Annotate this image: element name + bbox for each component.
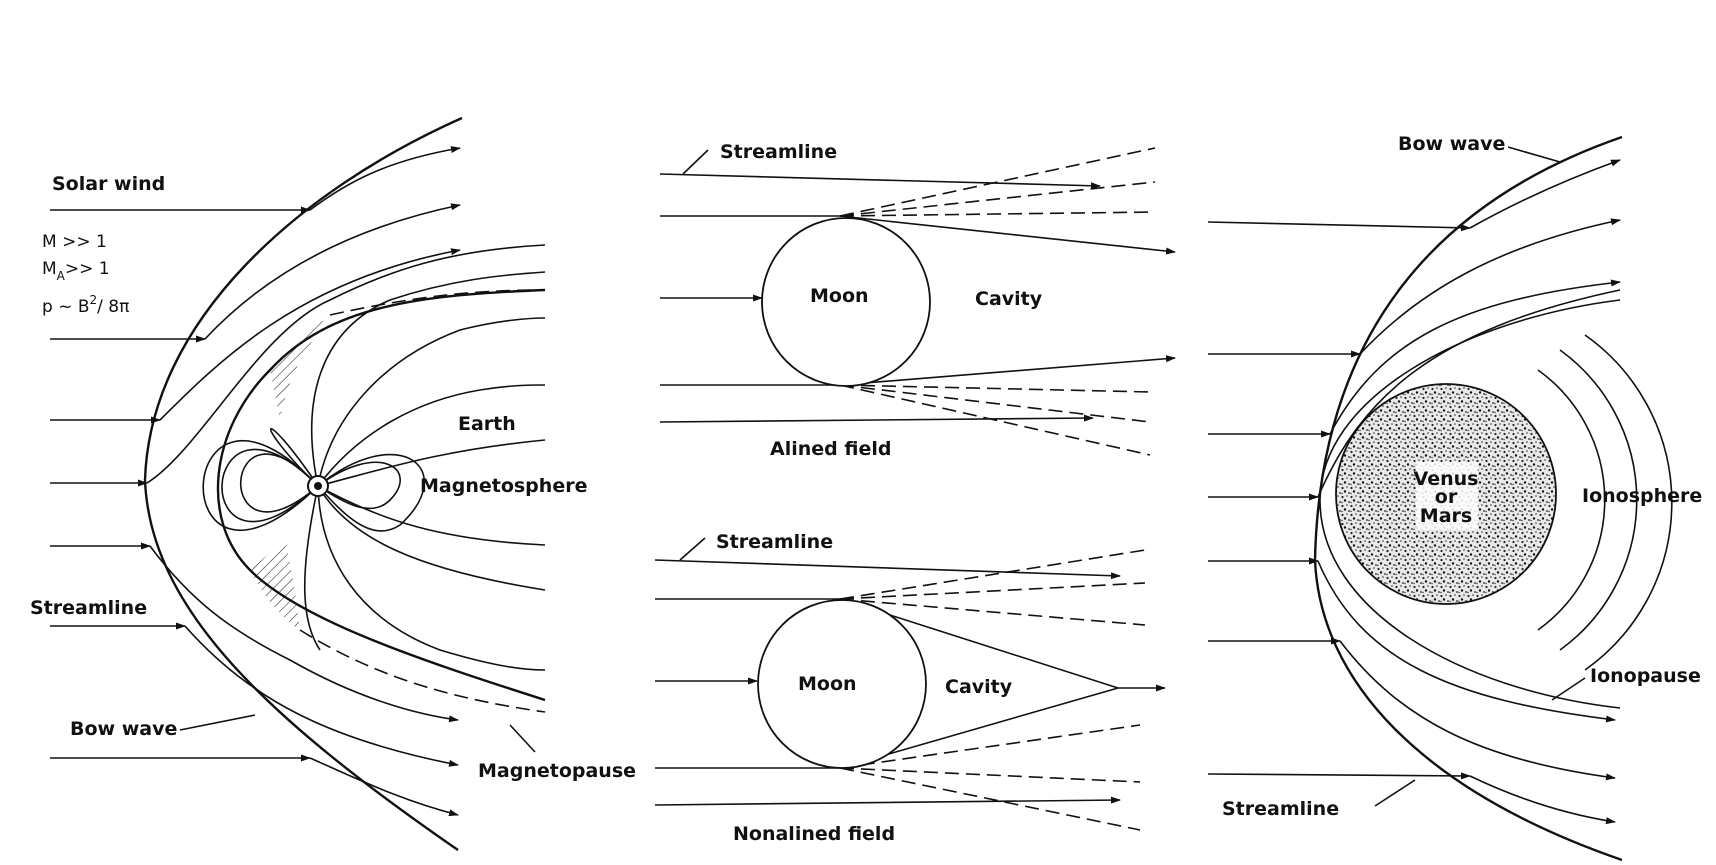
label-magnetopause: Magnetopause bbox=[478, 760, 636, 782]
earth-upstream-streamlines bbox=[50, 206, 311, 762]
earth-flow-lines bbox=[146, 146, 546, 817]
label-pressure-sup: 2 bbox=[90, 293, 98, 307]
magnetopause-hatch-upper bbox=[270, 319, 330, 420]
moon-nonaligned-panel: Streamline Moon Cavity Nonalined field bbox=[654, 531, 1166, 845]
label-mars: Mars bbox=[1420, 505, 1472, 527]
label-aligned-field: Alined field bbox=[770, 438, 891, 460]
label-ionopause: Ionopause bbox=[1590, 665, 1701, 687]
moon-aligned-body bbox=[761, 217, 931, 387]
ionopause-boundary bbox=[1319, 299, 1621, 709]
label-nonaligned-streamline: Streamline bbox=[716, 531, 833, 553]
label-venus: Venus bbox=[1414, 468, 1479, 490]
label-earth-streamline: Streamline bbox=[30, 597, 147, 619]
label-aligned-moon: Moon bbox=[810, 285, 869, 307]
moon-aligned-panel: Streamline Moon Cavity Alined field bbox=[659, 141, 1176, 460]
venus-upstream-streamlines bbox=[1207, 221, 1471, 780]
magnetopause-hatch-lower bbox=[250, 540, 300, 630]
label-venus-bow-wave: Bow wave bbox=[1398, 133, 1505, 155]
label-alfven-mach: MA>> 1 bbox=[42, 259, 110, 283]
label-solar-wind: Solar wind bbox=[52, 173, 165, 195]
label-earth: Earth bbox=[458, 413, 516, 435]
dipole-field-lines bbox=[202, 271, 546, 713]
label-aligned-streamline: Streamline bbox=[720, 141, 837, 163]
label-pressure: p ~ B2/ 8π bbox=[42, 293, 129, 317]
label-nonaligned-moon: Moon bbox=[798, 673, 857, 695]
earth-panel: Solar wind M >> 1 MA>> 1 p ~ B2/ 8π Eart… bbox=[30, 116, 636, 851]
label-magnetosphere: Magnetosphere bbox=[420, 475, 587, 497]
label-nonaligned-cavity: Cavity bbox=[945, 676, 1013, 698]
label-alfven-mach-sub: A bbox=[57, 269, 66, 283]
magnetopause-boundary bbox=[216, 288, 546, 702]
moon-nonaligned-body bbox=[757, 599, 927, 769]
venus-flow-lines bbox=[1317, 159, 1621, 825]
label-alfven-mach-rest: >> 1 bbox=[65, 259, 110, 279]
label-ionosphere: Ionosphere bbox=[1582, 485, 1702, 507]
label-nonaligned-field: Nonalined field bbox=[733, 823, 895, 845]
label-pressure-b: / 8π bbox=[97, 297, 129, 317]
label-alfven-mach-m: M bbox=[42, 259, 57, 279]
label-pressure-a: p ~ B bbox=[42, 297, 90, 317]
label-venus-or: or bbox=[1435, 486, 1458, 508]
earth-bow-wave bbox=[143, 116, 463, 851]
label-earth-bow-wave: Bow wave bbox=[70, 718, 177, 740]
label-mach: M >> 1 bbox=[42, 232, 107, 252]
venus-panel: Venus or Mars Bow wave Ionosphere Ionopa… bbox=[1207, 133, 1702, 862]
label-venus-streamline: Streamline bbox=[1222, 798, 1339, 820]
label-aligned-cavity: Cavity bbox=[975, 288, 1043, 310]
ionosphere-shells bbox=[1537, 334, 1673, 671]
